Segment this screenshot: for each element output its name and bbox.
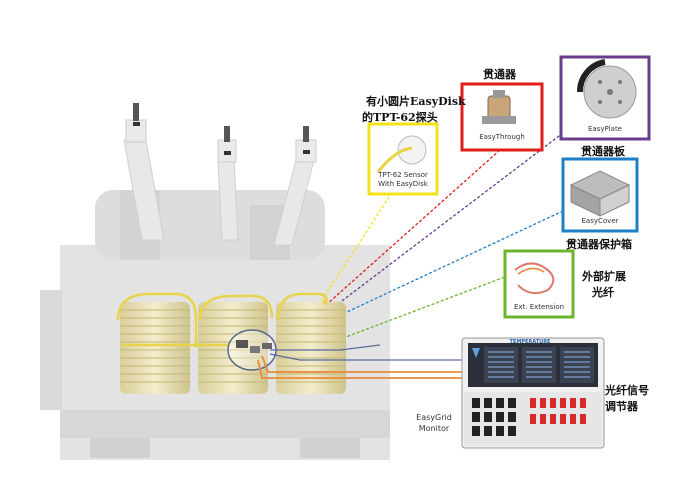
monitor-label-line1: EasyGrid <box>416 413 452 422</box>
monitor-brand: TEMPERATURE <box>509 339 551 345</box>
monitor-label-line2: Monitor <box>418 424 450 433</box>
junction-ring <box>227 329 277 371</box>
easythrough-label: 贯通器 <box>483 68 516 81</box>
sensor-caption-line2: With EasyDisk <box>378 180 428 188</box>
easycover-box-illustration <box>561 157 639 233</box>
monitor-cn-label-line1: 光纤信号 <box>605 384 649 397</box>
easythrough-caption: EasyThrough <box>479 133 525 141</box>
bushing-middle <box>217 126 239 241</box>
fiber-to-monitor <box>257 355 470 379</box>
coil-middle <box>198 302 268 394</box>
easydisk-label-line1: 有小圆片EasyDisk <box>366 95 466 108</box>
bushing-right <box>273 126 317 246</box>
easydisk-label-line2: 的TPT-62探头 <box>362 111 438 124</box>
easycover-caption: EasyCover <box>581 217 619 225</box>
sensor-caption-line1: TPT-62 Sensor <box>378 171 428 179</box>
easycover-label: 贯通器保护箱 <box>566 238 632 251</box>
extension-label-line1: 外部扩展 <box>582 270 626 283</box>
easyplate-box-illustration <box>559 55 651 141</box>
bushing-left <box>123 103 165 241</box>
monitor-label: EasyGrid Monitor <box>404 412 464 434</box>
extension-label-line2: 光纤 <box>592 286 614 299</box>
monitor-cn-label-line2: 调节器 <box>605 400 638 413</box>
sensor-caption: TPT-62 Sensor With EasyDisk <box>369 171 437 189</box>
extension-box-illustration <box>503 249 575 319</box>
easyplate-label: 贯通器板 <box>581 145 625 158</box>
leader-lines <box>321 119 581 341</box>
easyplate-caption: EasyPlate <box>587 125 622 133</box>
easygrid-monitor-device <box>461 337 605 449</box>
extension-caption: Ext. Extension <box>513 303 565 311</box>
coil-right <box>276 302 346 394</box>
sensor-box-illustration <box>367 122 439 196</box>
coil-left <box>120 302 190 394</box>
easythrough-box-illustration <box>460 82 544 152</box>
